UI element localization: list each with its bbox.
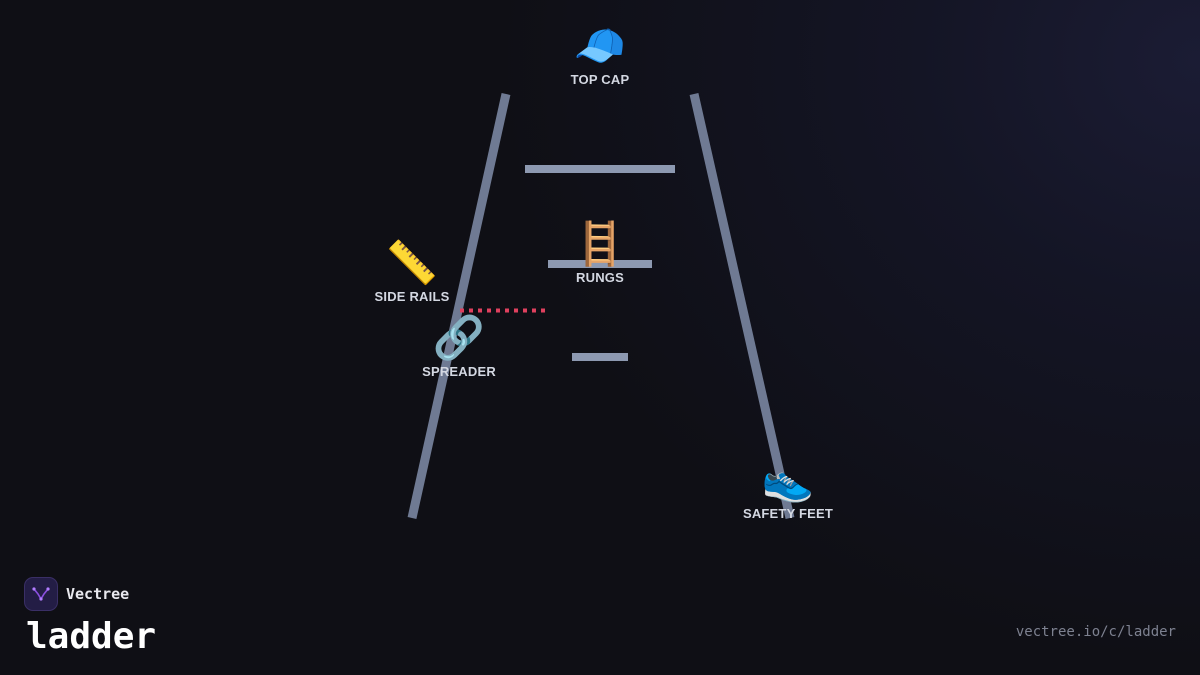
sneaker-icon: 👟 <box>761 455 815 504</box>
vectree-logo-icon <box>24 577 58 611</box>
right-side-rail <box>689 93 795 519</box>
footer-url[interactable]: vectree.io/c/ladder <box>1015 624 1176 640</box>
part-label: RUNGS <box>576 270 624 285</box>
link-icon: 🔗 <box>432 313 486 362</box>
rung-top <box>525 165 675 173</box>
ladder-icon: 🪜 <box>573 219 627 268</box>
part-label: SAFETY FEET <box>742 506 834 521</box>
ruler-icon: 📏 <box>385 238 439 287</box>
rung-middle <box>548 260 652 268</box>
part-label: TOP CAP <box>570 72 630 87</box>
rung-bottom <box>572 353 628 361</box>
part-rungs: 🪜 RUNGS <box>573 219 627 286</box>
brand-name: Vectree <box>66 585 130 603</box>
part-top-cap: 🧢 TOP CAP <box>570 21 630 88</box>
part-side-rails: 📏 SIDE RAILS <box>374 238 450 305</box>
brand-row: Vectree <box>24 577 156 611</box>
brand-block: Vectree ladder <box>24 577 156 657</box>
part-spreader: 🔗 SPREADER <box>422 313 496 380</box>
cap-icon: 🧢 <box>573 21 627 70</box>
part-safety-feet: 👟 SAFETY FEET <box>742 455 834 522</box>
page-title: ladder <box>26 616 157 657</box>
part-label: SIDE RAILS <box>374 289 450 304</box>
left-side-rail <box>407 93 511 519</box>
part-label: SPREADER <box>422 364 496 379</box>
